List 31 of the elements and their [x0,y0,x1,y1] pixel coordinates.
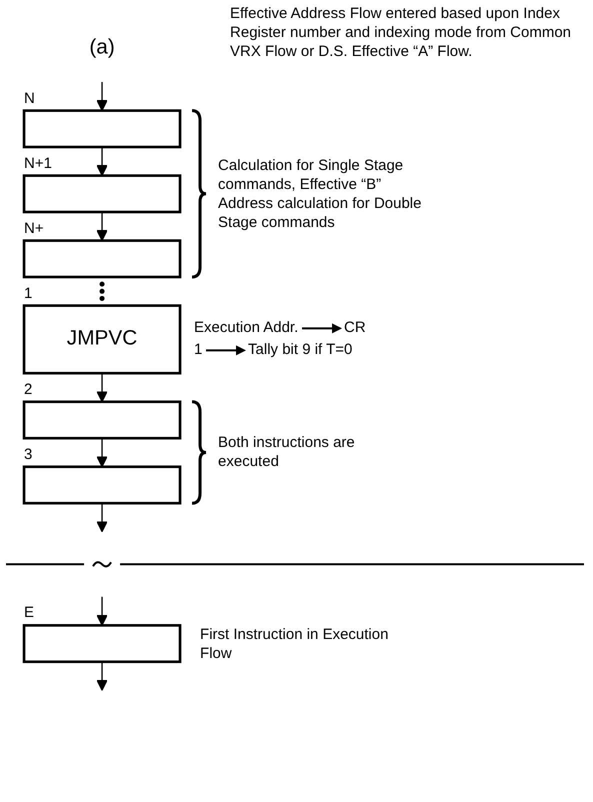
step-number: N+1 [24,154,52,173]
arrow [96,212,108,242]
process-box [22,174,182,214]
note-text: 1 [194,340,202,360]
step-number: 2 [24,380,32,399]
process-box: JMPVC [22,304,182,374]
note-text: Tally bit 9 if T=0 [248,340,352,360]
step-number: 3 [24,444,32,464]
step-number: N [24,88,35,108]
process-box [22,400,182,440]
process-box [22,239,182,278]
arrow [96,373,108,402]
entry-label: (a) [89,36,115,59]
arrow [96,82,108,112]
note-text: CR [344,318,366,338]
step-number: N+ [24,218,44,238]
note-text: Calculation for Single Stage commands, Effective “B” Address calculation for Double Stage commands [218,156,422,232]
arrow [96,503,108,532]
arrow [96,596,108,626]
note-text: Execution Addr. [194,318,298,338]
step-number: E [24,603,34,622]
note-text: Effective Address Flow entered based upon Index Register number and indexing mode from Common VRX Flow or D.S. Effective “A” Flow. [230,4,572,61]
process-box [22,109,182,148]
process-box [22,624,182,664]
process-box [22,466,182,504]
note-text: First Instruction in Execution Flow [200,624,390,663]
arrow [96,662,108,691]
arrow [96,147,108,176]
step-number: 1 [24,284,32,303]
note-text: Both instructions are executed [218,433,356,472]
arrow [96,438,108,468]
